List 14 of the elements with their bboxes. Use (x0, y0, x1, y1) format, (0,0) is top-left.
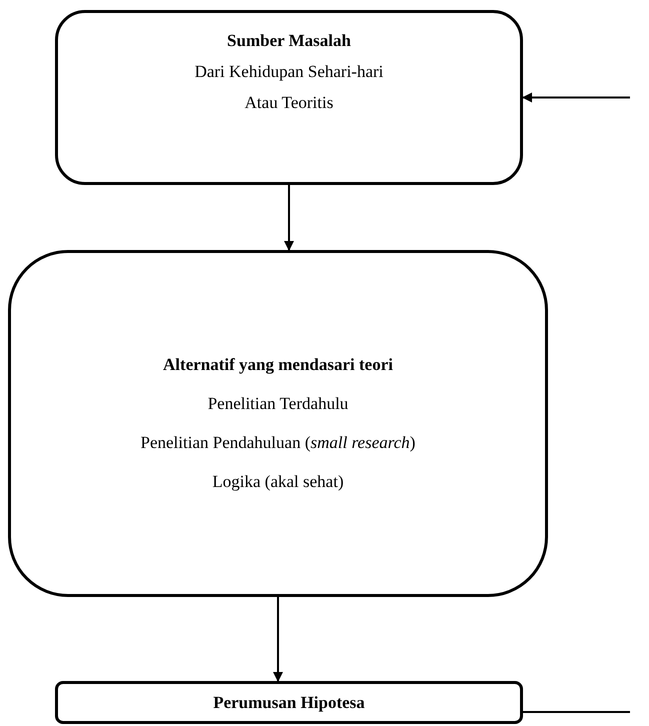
arrow (284, 185, 294, 251)
arrow (273, 597, 283, 682)
box-heading: Perumusan Hipotesa (213, 692, 365, 712)
box-text: Penelitian Pendahuluan (small research) (140, 433, 416, 453)
rounded-box (55, 681, 523, 724)
box-text: Logika (akal sehat) (212, 472, 344, 492)
rounded-box (55, 10, 523, 185)
box-heading: Alternatif yang mendasari teori (163, 355, 393, 375)
rounded-box (8, 250, 548, 597)
arrow (522, 92, 630, 102)
box-heading: Sumber Masalah (227, 31, 351, 51)
box-text: Atau Teoritis (244, 93, 334, 113)
box-text: Penelitian Terdahulu (208, 394, 348, 414)
box-text: Dari Kehidupan Sehari-hari (194, 62, 384, 82)
